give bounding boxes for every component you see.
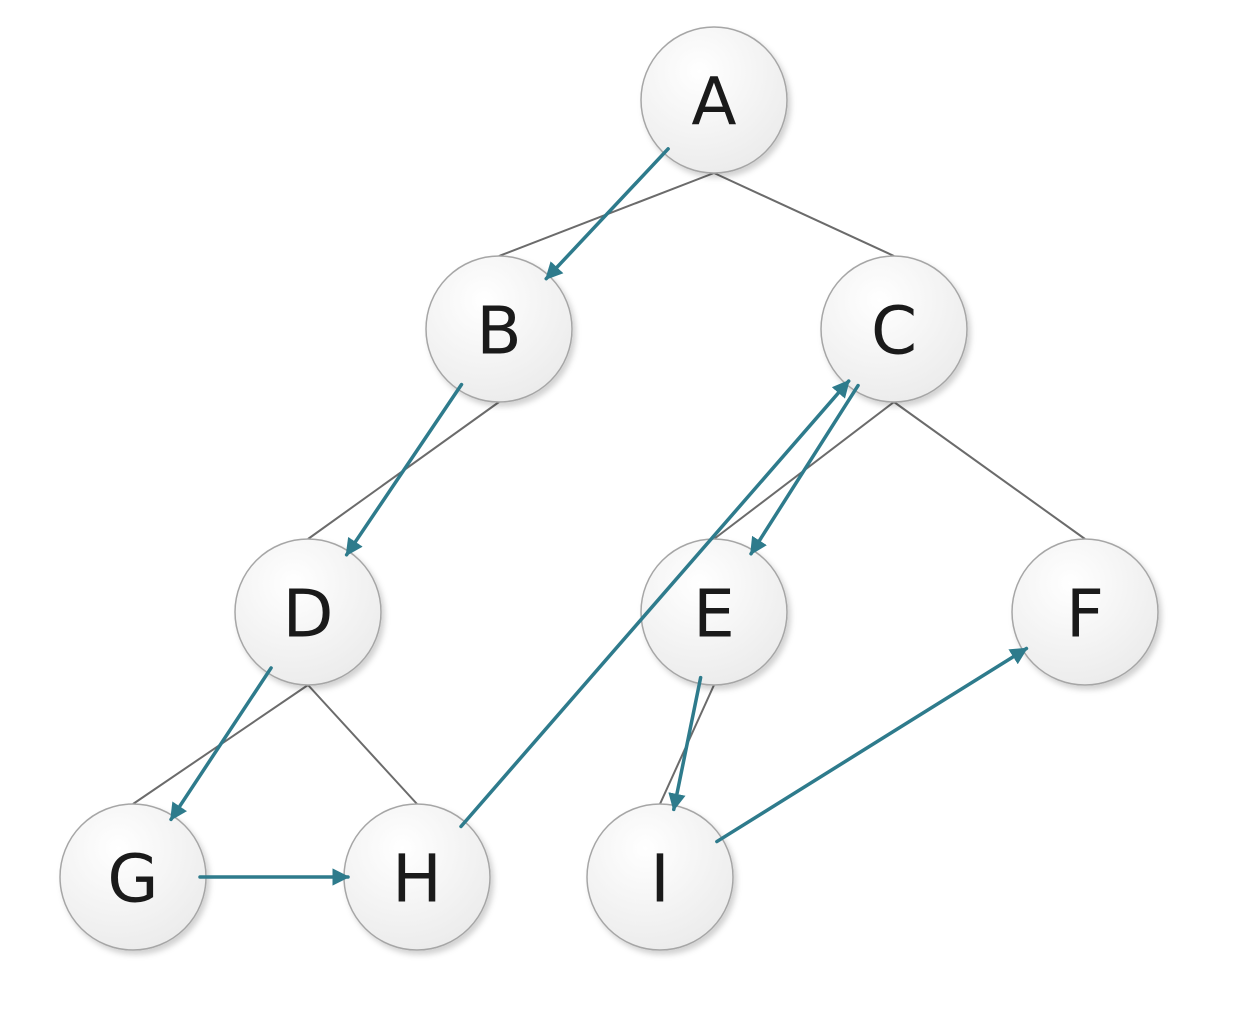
traversal-arrows [169,147,1029,886]
traversal-arrow-a-b [544,147,670,281]
node-i: I [586,803,734,951]
node-d: D [234,538,382,686]
node-circle-d [234,538,382,686]
node-circle-i [586,803,734,951]
traversal-arrow-i-f [715,646,1029,844]
node-label-i: I [650,841,669,918]
tree-edge-a-c [713,172,895,257]
traversal-arrow-e-i [668,675,703,812]
node-h: H [343,803,491,951]
node-f: F [1011,538,1159,686]
node-circle-a [640,26,788,174]
node-label-b: B [476,293,521,370]
tree-nodes: A B C D E F G H I [59,26,1159,951]
node-label-d: D [283,576,334,653]
node-circle-b [425,255,573,403]
node-circle-f [1011,538,1159,686]
traversal-arrow-b-d [344,382,464,557]
node-a: A [640,26,788,174]
node-c: C [820,255,968,403]
tree-edges [132,172,1086,805]
tree-edge-d-h [307,684,418,805]
traversal-arrow-c-e [749,383,860,556]
node-label-a: A [691,64,736,141]
node-label-f: F [1066,576,1104,653]
traversal-arrow-d-g [169,666,273,822]
node-label-h: H [392,841,442,918]
node-e: E [640,538,788,686]
node-b: B [425,255,573,403]
node-label-c: C [871,293,917,370]
traversal-arrow-h-c [459,379,851,829]
node-label-e: E [693,576,735,653]
tree-edge-c-f [893,401,1086,540]
node-circle-c [820,255,968,403]
node-g: G [59,803,207,951]
node-label-g: G [107,841,158,918]
